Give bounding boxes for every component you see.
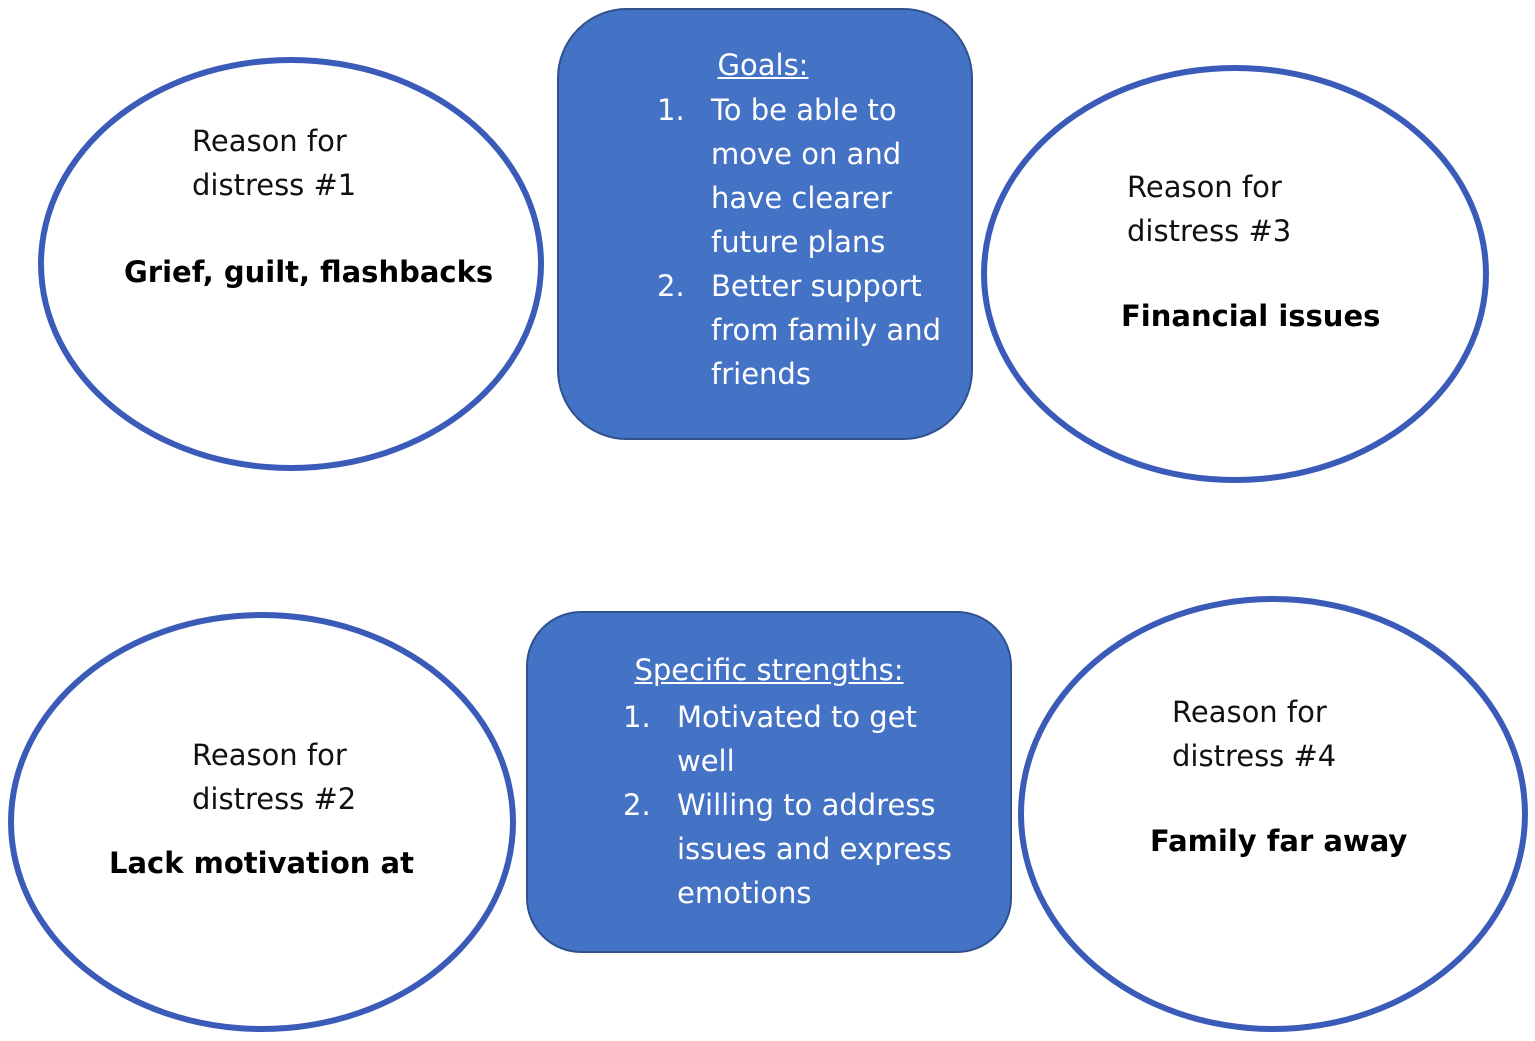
reason-3-ellipse: Reason for distress #3 Financial issues xyxy=(981,65,1489,483)
reason-1-label: Reason for distress #1 xyxy=(192,119,356,207)
goals-item-1-text: To be able to move on and have clearer f… xyxy=(711,93,902,259)
reason-3-label: Reason for distress #3 xyxy=(1127,165,1291,253)
reason-4-label: Reason for distress #4 xyxy=(1172,690,1336,778)
strengths-title: Specific strengths: xyxy=(634,653,904,687)
strengths-item-1-text: Motivated to get well xyxy=(677,700,917,778)
reason-2-ellipse: Reason for distress #2 Lack motivation a… xyxy=(8,612,516,1032)
goals-list: 1. To be able to move on and have cleare… xyxy=(657,88,957,396)
reason-2-label: Reason for distress #2 xyxy=(192,733,356,821)
goals-title: Goals: xyxy=(717,48,809,82)
strengths-item-2-text: Willing to address issues and express em… xyxy=(677,788,952,910)
reason-3-label-line1: Reason for xyxy=(1127,170,1282,204)
goals-item-2-text: Better support from family and friends xyxy=(711,269,941,391)
strengths-list: 1. Motivated to get well 2. Willing to a… xyxy=(623,695,973,915)
strengths-box: Specific strengths: 1. Motivated to get … xyxy=(526,611,1012,953)
reason-4-label-line1: Reason for xyxy=(1172,695,1327,729)
reason-2-label-line1: Reason for xyxy=(192,738,347,772)
strengths-item-1-number: 1. xyxy=(623,700,651,734)
reason-1-label-line1: Reason for xyxy=(192,124,347,158)
reason-2-issue: Lack motivation at xyxy=(109,846,414,880)
goals-box: Goals: 1. To be able to move on and have… xyxy=(557,8,973,440)
reason-1-ellipse: Reason for distress #1 Grief, guilt, fla… xyxy=(38,57,544,471)
strengths-item-2: 2. Willing to address issues and express… xyxy=(623,783,973,915)
reason-1-label-line2: distress #1 xyxy=(192,168,357,202)
reason-2-label-line2: distress #2 xyxy=(192,782,357,816)
goals-item-1: 1. To be able to move on and have cleare… xyxy=(657,88,957,264)
reason-3-issue: Financial issues xyxy=(1121,299,1381,333)
reason-1-issue: Grief, guilt, flashbacks xyxy=(124,255,494,289)
goals-item-2: 2. Better support from family and friend… xyxy=(657,264,957,396)
reason-4-issue: Family far away xyxy=(1150,824,1408,858)
strengths-item-2-number: 2. xyxy=(623,788,651,822)
reason-3-label-line2: distress #3 xyxy=(1127,214,1292,248)
reason-4-label-line2: distress #4 xyxy=(1172,739,1337,773)
goals-item-1-number: 1. xyxy=(657,93,685,127)
reason-4-ellipse: Reason for distress #4 Family far away xyxy=(1018,596,1528,1032)
goals-item-2-number: 2. xyxy=(657,269,685,303)
strengths-item-1: 1. Motivated to get well xyxy=(623,695,973,783)
